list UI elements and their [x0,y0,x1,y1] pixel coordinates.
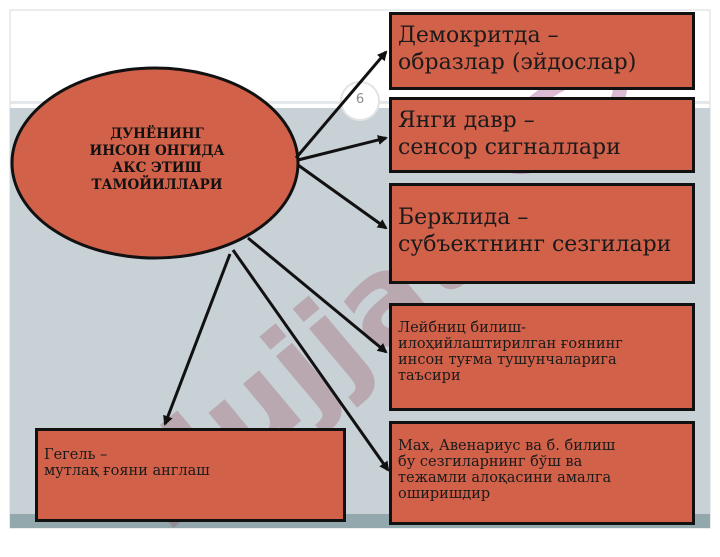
box-new-era: Янги давр – сенсор сигналлари [389,97,695,173]
box-hegel: Гегель – мутлақ ғояни англаш [35,428,346,522]
diagram-connectors [10,50,390,472]
arrow-to-leibniz [247,236,388,354]
box-new-era-text: Янги давр – сенсор сигналлари [398,108,621,160]
box-leibniz-text: Лейбниц билиш- илоҳийлаштирилган ғоянинг… [398,320,623,384]
box-berkeley: Берклида – субъектнинг сезгилари [389,183,695,284]
box-mach-text: Мах, Авенариус ва б. билиш бу сезгиларни… [398,438,616,502]
arrow-to-hegel [163,253,232,426]
arrow-to-mach [231,249,390,472]
arrow-to-berkeley [297,163,388,230]
arrow-to-democritus [294,50,388,159]
page-number: 6 [355,92,365,107]
box-berkeley-text: Берклида – субъектнинг сезгилари [398,205,672,257]
box-democritus-text: Демокритда – образлар (эйдослар) [398,23,637,75]
arrow-to-new-era [297,135,388,162]
center-ellipse [10,66,300,260]
center-concept-label: ДУНЁНИНГ ИНСОН ОНГИДА АКС ЭТИШ ТАМОЙИЛЛА… [89,126,225,193]
box-leibniz: Лейбниц билиш- илоҳийлаштирилган ғоянинг… [389,303,695,411]
box-mach: Мах, Авенариус ва б. билиш бу сезгиларни… [389,421,695,525]
box-democritus: Демокритда – образлар (эйдослар) [389,12,695,90]
box-hegel-text: Гегель – мутлақ ғояни англаш [44,447,210,479]
